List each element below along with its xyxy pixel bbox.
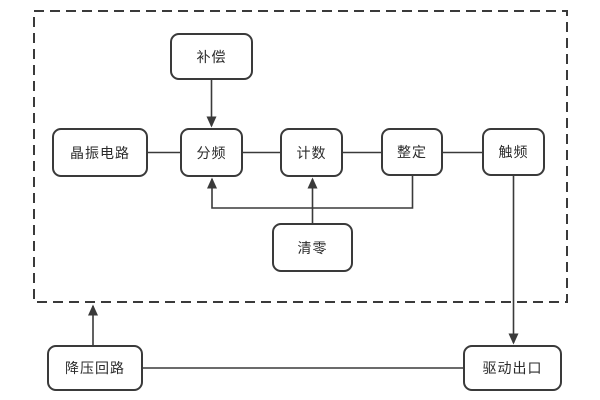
node-frequency-divider: 分频	[180, 128, 243, 177]
node-counter: 计数	[280, 128, 343, 177]
node-compensation: 补偿	[170, 33, 253, 80]
node-setting: 整定	[381, 128, 443, 176]
dashed-boundary-box	[33, 10, 568, 303]
node-trigger-frequency: 触频	[482, 128, 545, 176]
node-step-down-circuit: 降压回路	[47, 345, 143, 391]
node-clear: 清零	[272, 223, 353, 272]
node-drive-outlet: 驱动出口	[463, 345, 562, 391]
node-crystal-circuit: 晶振电路	[52, 128, 148, 177]
